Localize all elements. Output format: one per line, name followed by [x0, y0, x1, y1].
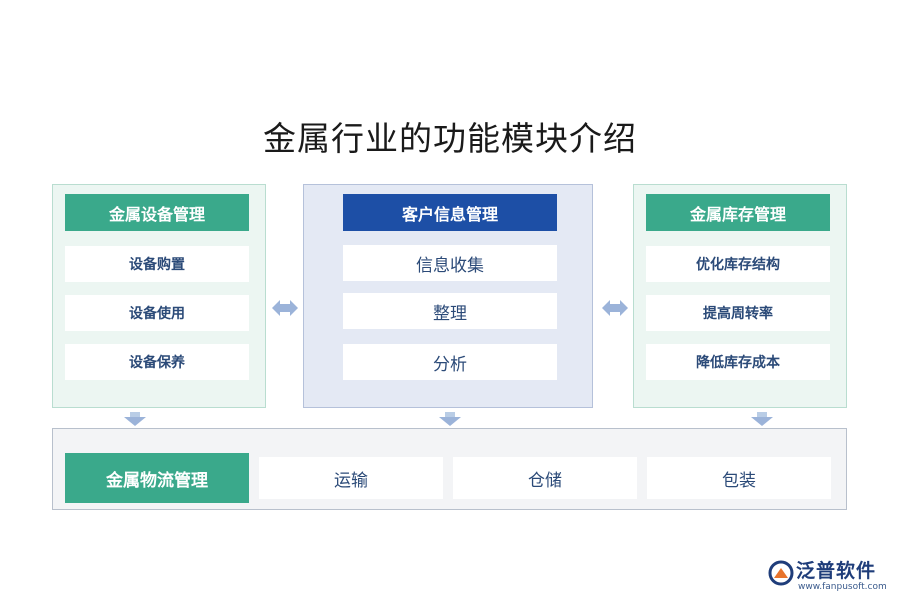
center-module-item: 分析: [343, 344, 557, 380]
logo-icon: [768, 560, 794, 586]
bottom-module-header: 金属物流管理: [65, 453, 249, 503]
center-module-item: 整理: [343, 293, 557, 329]
right-module-item: 提高周转率: [646, 295, 830, 331]
left-module-item: 设备使用: [65, 295, 249, 331]
down-arrow-icon: [124, 412, 146, 426]
bottom-module-item: 仓储: [453, 457, 637, 499]
double-arrow-icon: [272, 300, 298, 316]
left-module-header: 金属设备管理: [65, 194, 249, 231]
center-module-item: 信息收集: [343, 245, 557, 281]
right-module-item: 降低库存成本: [646, 344, 830, 380]
down-arrow-icon: [751, 412, 773, 426]
down-arrow-icon: [439, 412, 461, 426]
page-title: 金属行业的功能模块介绍: [263, 119, 637, 158]
double-arrow-icon: [602, 300, 628, 316]
bottom-module-item: 包装: [647, 457, 831, 499]
bottom-module-item: 运输: [259, 457, 443, 499]
logo-name: 泛普软件: [796, 560, 877, 582]
brand-logo: 泛普软件 www.fanpusoft.com: [768, 556, 894, 598]
left-module-item: 设备保养: [65, 344, 249, 380]
right-module-item: 优化库存结构: [646, 246, 830, 282]
center-module-header: 客户信息管理: [343, 194, 557, 231]
right-module-header: 金属库存管理: [646, 194, 830, 231]
logo-url: www.fanpusoft.com: [798, 582, 887, 592]
left-module-item: 设备购置: [65, 246, 249, 282]
